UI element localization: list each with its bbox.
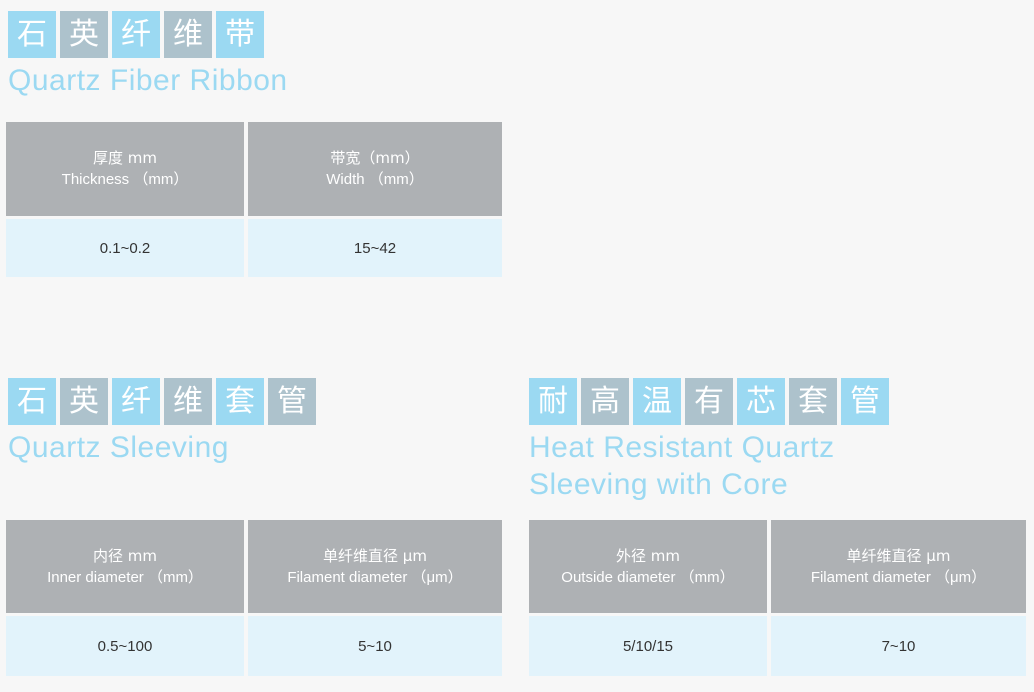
column-header-cn: 内径 mm <box>93 546 157 565</box>
column-header: 外径 mm Outside diameter （mm） <box>529 520 767 613</box>
title-char-tile: 套 <box>216 378 264 425</box>
spec-table-quartz-sleeving: 内径 mm Inner diameter （mm） 0.5~100 单纤维直径 … <box>6 520 502 676</box>
column-header: 带宽（mm） Width （mm） <box>248 122 502 216</box>
column-header-cn: 厚度 mm <box>93 149 157 167</box>
section-heat-resistant-quartz-sleeving: 耐 高 温 有 芯 套 管 Heat Resistant Quartz Slee… <box>521 378 889 503</box>
title-char-tile: 维 <box>164 378 212 425</box>
title-tiles: 耐 高 温 有 芯 套 管 <box>529 378 889 425</box>
spec-table-heat-resistant-quartz-sleeving: 外径 mm Outside diameter （mm） 5/10/15 单纤维直… <box>529 520 1026 676</box>
title-char-tile: 温 <box>633 378 681 425</box>
title-tiles: 石 英 纤 维 套 管 <box>8 378 316 425</box>
table-column: 外径 mm Outside diameter （mm） 5/10/15 <box>529 520 767 676</box>
title-char-tile: 纤 <box>112 378 160 425</box>
spec-table-quartz-fiber-ribbon: 厚度 mm Thickness （mm） 0.1~0.2 带宽（mm） Widt… <box>6 122 502 277</box>
section-title-english: Quartz Sleeving <box>8 431 229 464</box>
section-quartz-fiber-ribbon: 石 英 纤 维 带 Quartz Fiber Ribbon <box>0 11 288 99</box>
column-header-en: Width （mm） <box>326 171 424 188</box>
table-column: 厚度 mm Thickness （mm） 0.1~0.2 <box>6 122 244 277</box>
title-char-tile: 管 <box>841 378 889 425</box>
title-char-tile: 英 <box>60 378 108 425</box>
table-column: 内径 mm Inner diameter （mm） 0.5~100 <box>6 520 244 676</box>
column-header-cn: 带宽（mm） <box>330 149 420 167</box>
title-char-tile: 套 <box>789 378 837 425</box>
title-char-tile: 石 <box>8 11 56 58</box>
table-cell: 0.1~0.2 <box>6 219 244 277</box>
section-title-english: Heat Resistant Quartz Sleeving with Core <box>529 431 835 501</box>
table-cell: 15~42 <box>248 219 502 277</box>
title-char-tile: 带 <box>216 11 264 58</box>
column-header-en: Outside diameter （mm） <box>561 568 735 586</box>
column-header: 内径 mm Inner diameter （mm） <box>6 520 244 613</box>
table-cell: 5~10 <box>248 616 502 676</box>
table-cell: 7~10 <box>771 616 1026 676</box>
table-column: 单纤维直径 μm Filament diameter （μm） 7~10 <box>771 520 1026 676</box>
column-header: 厚度 mm Thickness （mm） <box>6 122 244 216</box>
column-header-en: Filament diameter （μm） <box>287 568 463 586</box>
column-header-en: Filament diameter （μm） <box>810 568 987 586</box>
title-char-tile: 有 <box>685 378 733 425</box>
column-header: 单纤维直径 μm Filament diameter （μm） <box>248 520 502 613</box>
column-header-en: Inner diameter （mm） <box>47 568 203 586</box>
title-char-tile: 英 <box>60 11 108 58</box>
column-header-en: Thickness （mm） <box>61 171 189 188</box>
title-char-tile: 纤 <box>112 11 160 58</box>
title-char-tile: 石 <box>8 378 56 425</box>
table-column: 单纤维直径 μm Filament diameter （μm） 5~10 <box>248 520 502 676</box>
column-header-cn: 外径 mm <box>616 546 680 565</box>
title-char-tile: 维 <box>164 11 212 58</box>
column-header-cn: 单纤维直径 μm <box>323 546 427 565</box>
table-cell: 5/10/15 <box>529 616 767 676</box>
title-char-tile: 耐 <box>529 378 577 425</box>
title-char-tile: 高 <box>581 378 629 425</box>
section-title-english: Quartz Fiber Ribbon <box>8 64 288 97</box>
table-cell: 0.5~100 <box>6 616 244 676</box>
title-char-tile: 管 <box>268 378 316 425</box>
section-quartz-sleeving: 石 英 纤 维 套 管 Quartz Sleeving <box>0 378 316 466</box>
column-header-cn: 单纤维直径 μm <box>846 546 951 565</box>
column-header: 单纤维直径 μm Filament diameter （μm） <box>771 520 1026 613</box>
title-tiles: 石 英 纤 维 带 <box>8 11 288 58</box>
table-column: 带宽（mm） Width （mm） 15~42 <box>248 122 502 277</box>
title-char-tile: 芯 <box>737 378 785 425</box>
